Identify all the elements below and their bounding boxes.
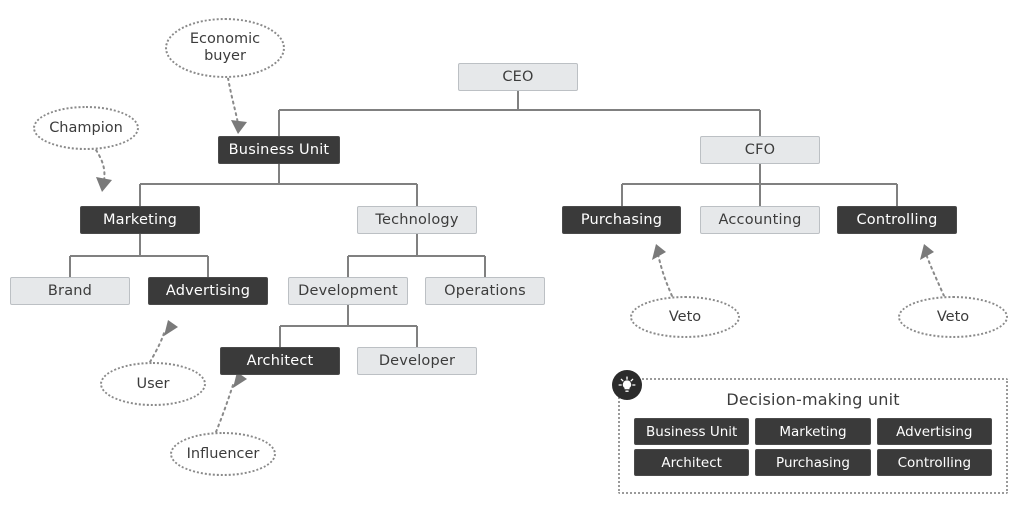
callout-user[interactable]: User xyxy=(100,362,206,406)
node-label: Business Unit xyxy=(228,142,330,158)
legend-cell[interactable]: Purchasing xyxy=(755,449,871,476)
node-advertising[interactable]: Advertising xyxy=(148,277,268,305)
callout-label: Champion xyxy=(49,119,123,136)
node-label: CEO xyxy=(502,69,534,85)
legend-cell[interactable]: Architect xyxy=(634,449,750,476)
legend-cell[interactable]: Advertising xyxy=(876,418,992,445)
callout-label: Influencer xyxy=(186,445,260,462)
node-label: Brand xyxy=(47,283,93,299)
legend-box: Decision-making unit Business Unit Marke… xyxy=(618,378,1008,494)
node-brand[interactable]: Brand xyxy=(10,277,130,305)
callout-influencer[interactable]: Influencer xyxy=(170,432,276,476)
lightbulb-icon xyxy=(612,370,642,400)
node-label: Operations xyxy=(444,283,526,299)
node-label: CFO xyxy=(744,142,776,158)
legend-cell[interactable]: Marketing xyxy=(755,418,871,445)
node-business-unit[interactable]: Business Unit xyxy=(218,136,340,164)
legend-grid: Business Unit Marketing Advertising Arch… xyxy=(634,418,992,476)
node-label: Development xyxy=(298,283,398,299)
node-development[interactable]: Development xyxy=(288,277,408,305)
node-accounting[interactable]: Accounting xyxy=(700,206,820,234)
callout-veto-controlling[interactable]: Veto xyxy=(898,296,1008,338)
node-cfo[interactable]: CFO xyxy=(700,136,820,164)
node-architect[interactable]: Architect xyxy=(220,347,340,375)
callout-champion[interactable]: Champion xyxy=(33,106,139,150)
node-developer[interactable]: Developer xyxy=(357,347,477,375)
node-marketing[interactable]: Marketing xyxy=(80,206,200,234)
callout-label: Veto xyxy=(936,308,970,325)
node-label: Technology xyxy=(375,212,459,228)
node-controlling[interactable]: Controlling xyxy=(837,206,957,234)
node-purchasing[interactable]: Purchasing xyxy=(562,206,681,234)
node-label: Marketing xyxy=(102,212,178,228)
node-label: Controlling xyxy=(856,212,938,228)
lightbulb-glyph xyxy=(618,376,636,392)
node-operations[interactable]: Operations xyxy=(425,277,545,305)
node-label: Developer xyxy=(378,353,456,369)
legend-cell[interactable]: Business Unit xyxy=(634,418,750,445)
callout-label: User xyxy=(136,375,170,392)
callout-veto-purchasing[interactable]: Veto xyxy=(630,296,740,338)
node-technology[interactable]: Technology xyxy=(357,206,477,234)
node-label: Advertising xyxy=(165,283,251,299)
callout-label: Veto xyxy=(668,308,702,325)
node-label: Accounting xyxy=(718,212,802,228)
legend-title: Decision-making unit xyxy=(726,390,900,409)
node-label: Purchasing xyxy=(580,212,663,228)
node-label: Architect xyxy=(246,353,314,369)
node-ceo[interactable]: CEO xyxy=(458,63,578,91)
legend-cell[interactable]: Controlling xyxy=(876,449,992,476)
